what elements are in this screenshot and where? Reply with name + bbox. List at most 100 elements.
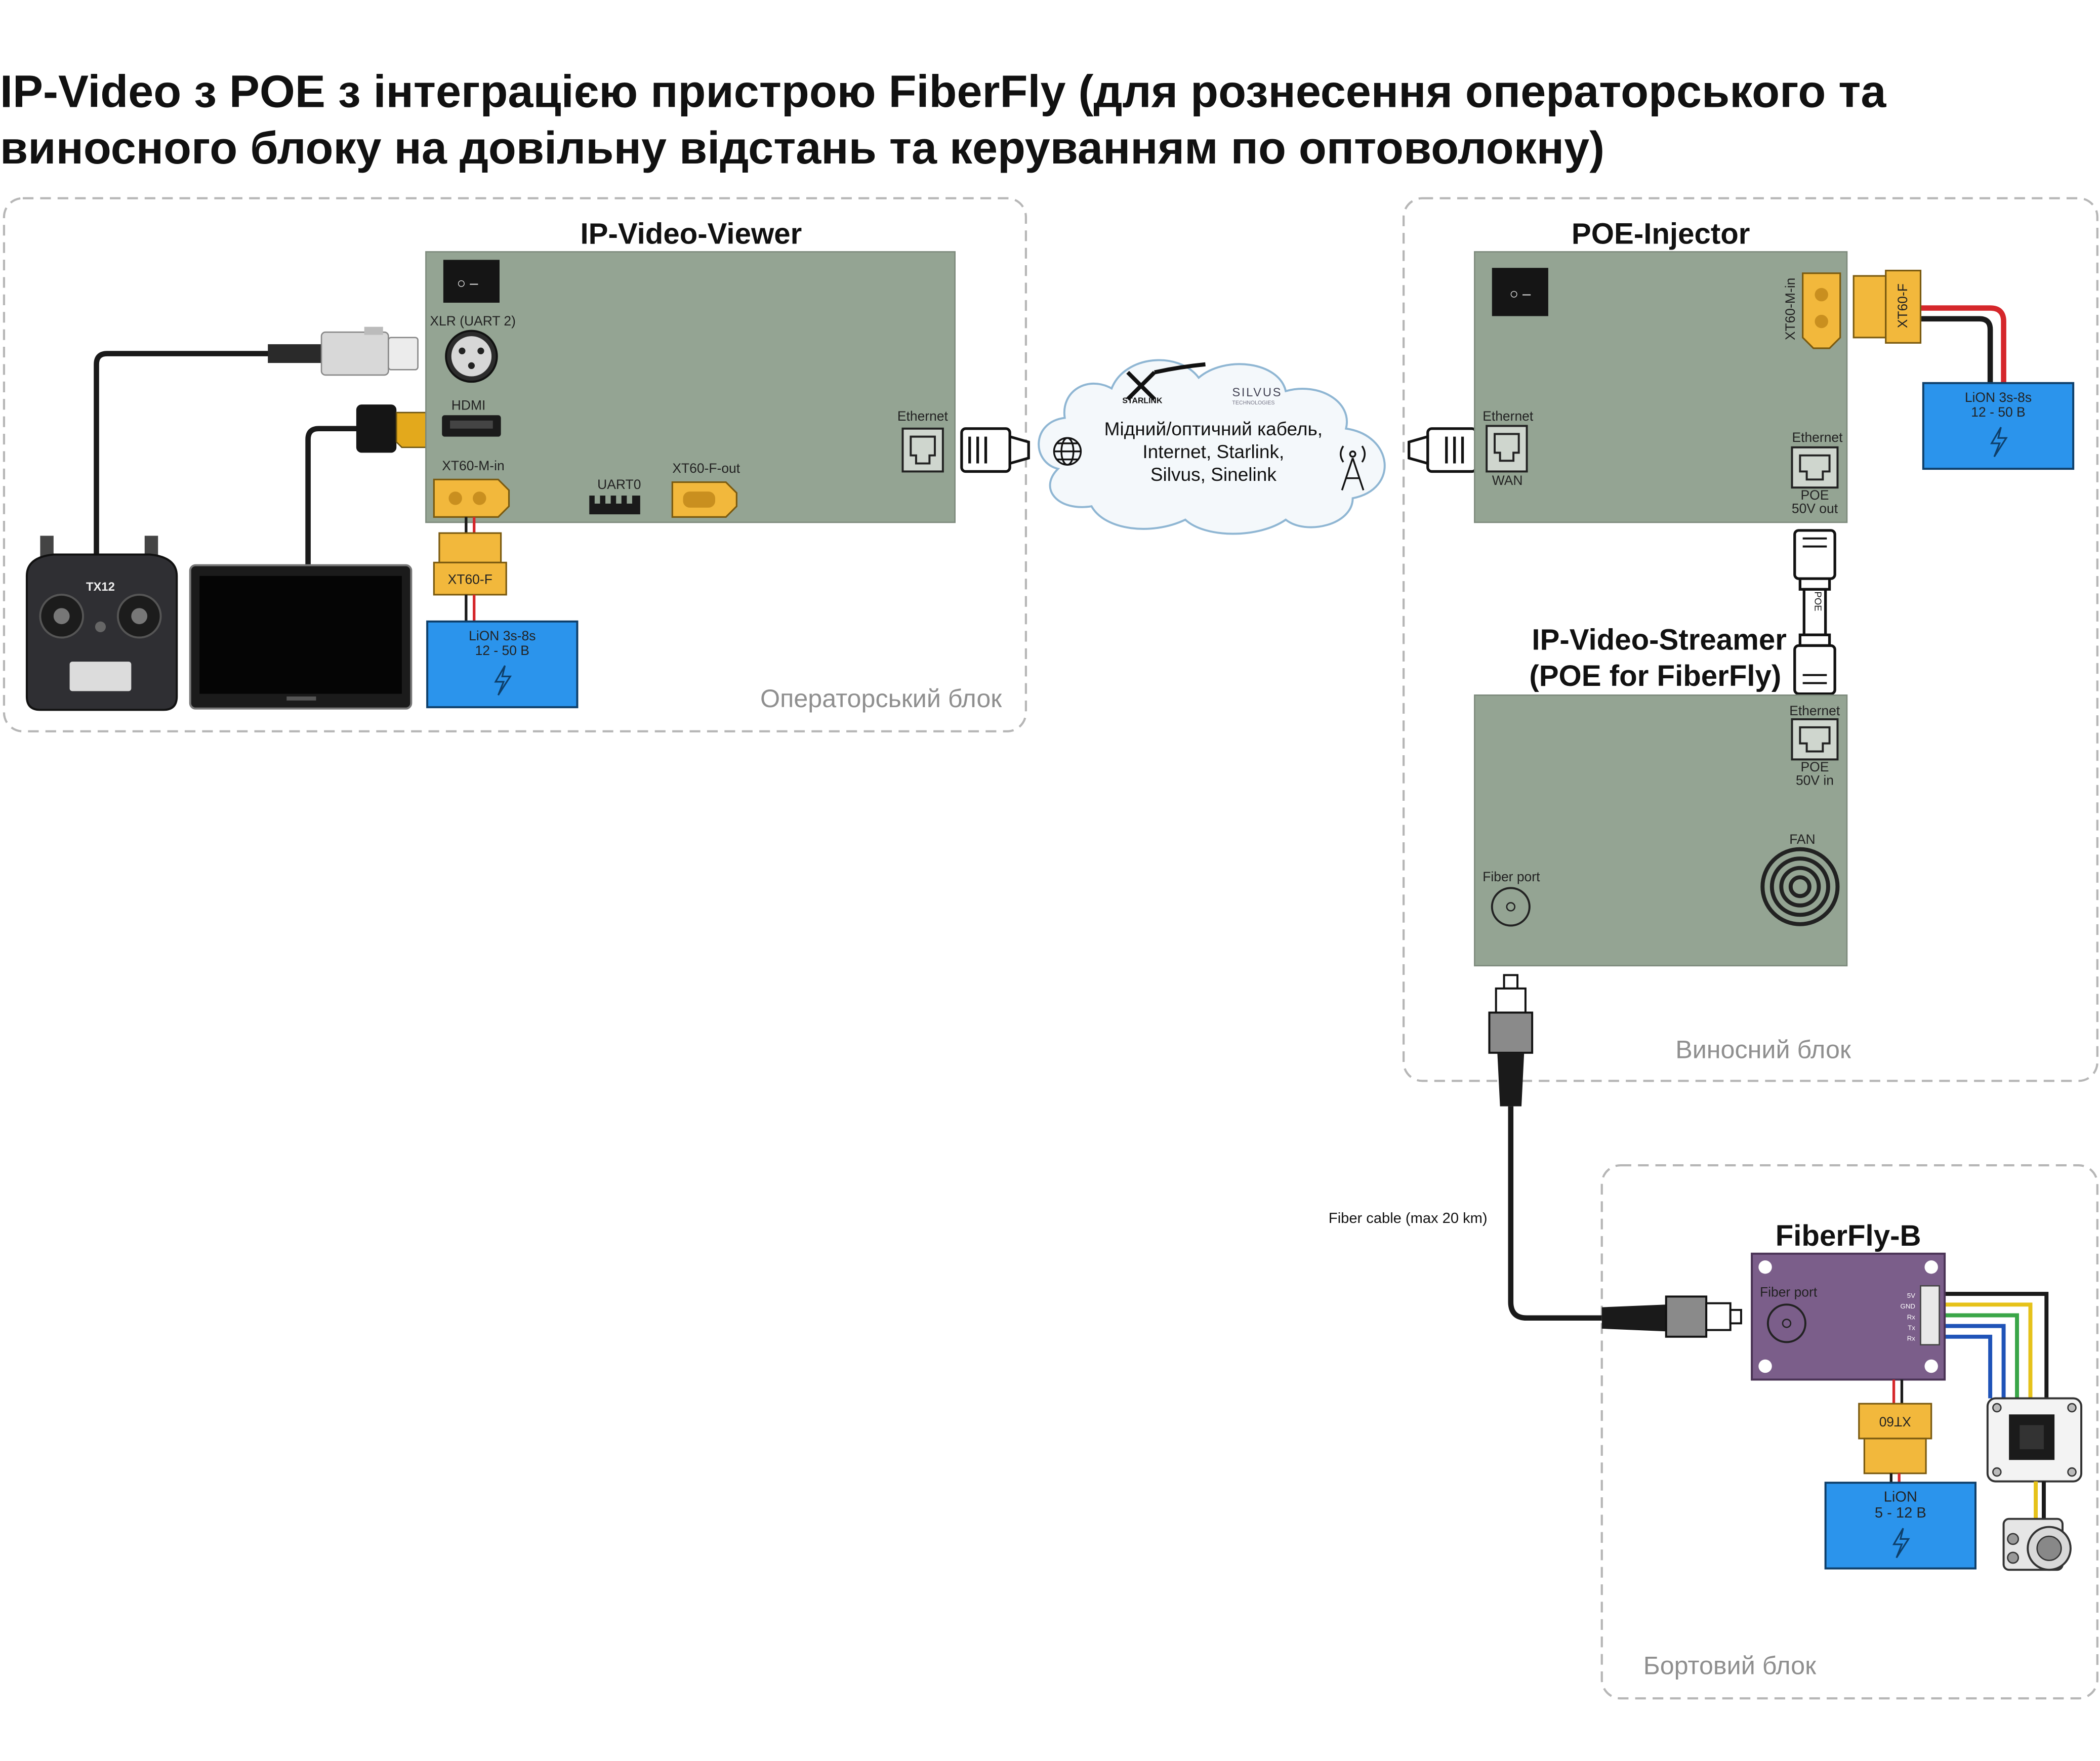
viewer-xlr-label: XLR (UART 2) <box>430 313 516 329</box>
injector-battery-line2: 12 - 50 B <box>1971 404 2025 420</box>
injector-battery: LiON 3s-8s 12 - 50 B <box>1922 382 2075 470</box>
viewer-power-switch[interactable]: ○ ‒ <box>443 260 500 303</box>
viewer-xt60-f-label: XT60-F <box>448 572 492 587</box>
injector-poe-volt-label: 50V out <box>1792 501 1838 516</box>
viewer-hdmi-port[interactable] <box>442 415 501 437</box>
fiber-plug-top <box>1488 974 1534 1107</box>
hdmi-plug <box>356 404 427 453</box>
rj45-plug-right <box>1408 427 1477 473</box>
fiberfly-uart-header[interactable]: 5V GND Rx Tx Rx <box>1901 1285 1940 1346</box>
streamer-poe-label: POE <box>1801 759 1829 774</box>
viewer-panel <box>425 251 956 523</box>
xlr-cable <box>94 351 322 563</box>
streamer-fiber-port[interactable] <box>1491 887 1531 927</box>
silvus-logo-text: SILVUS <box>1232 386 1282 399</box>
streamer-poe-port[interactable] <box>1791 718 1839 761</box>
viewer-xt60-out-label: XT60-F-out <box>672 461 740 476</box>
injector-wan-port[interactable] <box>1486 425 1528 473</box>
fiberfly-battery: LiON 5 - 12 B <box>1824 1482 1977 1570</box>
fiber-cable <box>1508 1106 1602 1321</box>
viewer-xt60-out-port[interactable] <box>671 481 737 518</box>
injector-battery-line1: LiON 3s-8s <box>1965 390 2032 405</box>
onboard-zone-frame <box>1600 1164 2098 1700</box>
operator-zone-frame <box>3 197 1027 732</box>
remote-zone-label: Виносний блок <box>1675 1035 1851 1063</box>
injector-xt60-in-port[interactable] <box>1802 272 1841 349</box>
fiber-plug-bottom <box>1601 1295 1742 1338</box>
flight-controller <box>1986 1397 2083 1483</box>
injector-title: POE-Injector <box>1572 218 1750 251</box>
title-line-1: IP-Video з POE з інтеграцією пристрою Fi… <box>0 67 1886 117</box>
injector-wan-ethernet-label: Ethernet <box>1483 408 1534 424</box>
injector-poe-label: POE <box>1801 487 1829 503</box>
fiberfly-battery-line1: LiON <box>1884 1489 1917 1505</box>
injector-wan-label: WAN <box>1492 473 1523 488</box>
network-cloud <box>1038 359 1386 535</box>
viewer-xt60-in-label: XT60-M-in <box>442 458 504 473</box>
pin-label: Tx <box>1908 1324 1915 1332</box>
svg-text:○ ‒: ○ ‒ <box>1509 286 1531 302</box>
injector-power-switch[interactable]: ○ ‒ <box>1492 268 1548 316</box>
streamer-ethernet-label: Ethernet <box>1789 703 1840 718</box>
viewer-ethernet-label: Ethernet <box>897 408 949 424</box>
cloud-line-2: Internet, Starlink, <box>1142 441 1284 462</box>
lightning-icon <box>1990 427 2008 458</box>
viewer-uart0-label: UART0 <box>597 477 641 492</box>
radio-transmitter: TX12 <box>25 536 178 711</box>
remote-zone-frame <box>1402 197 2098 1082</box>
injector-poe-port[interactable] <box>1791 446 1839 489</box>
viewer-ethernet-port[interactable] <box>901 427 944 473</box>
rj45-plug-left <box>960 427 1030 473</box>
xlr-plug <box>268 326 419 376</box>
fiberfly-xt60-connector: XT60 <box>1858 1403 1932 1475</box>
fiber-cable-label: Fiber cable (max 20 km) <box>1329 1210 1488 1226</box>
fiberfly-title: FiberFly-B <box>1776 1219 1921 1252</box>
cloud-line-3: Silvus, Sinelink <box>1150 464 1277 485</box>
lightning-icon <box>494 665 512 696</box>
viewer-battery: LiON 3s-8s 12 - 50 B <box>426 620 579 709</box>
viewer-battery-line1: LiON 3s-8s <box>469 628 536 643</box>
fan-icon <box>1760 847 1840 926</box>
fiberfly-fiber-port-label: Fiber port <box>1760 1284 1818 1299</box>
fpv-camera <box>2002 1518 2072 1571</box>
injector-xt60-f-connector: XT60-F <box>1852 269 1922 344</box>
streamer-title-line-1: IP-Video-Streamer <box>1532 623 1787 656</box>
streamer-fan-label: FAN <box>1789 832 1815 847</box>
fiberfly-battery-line2: 5 - 12 B <box>1875 1505 1926 1521</box>
silvus-logo-sub: TECHNOLOGIES <box>1232 400 1274 406</box>
poe-cable-label: POE <box>1813 592 1823 611</box>
streamer-fiber-port-label: Fiber port <box>1483 869 1540 884</box>
video-monitor <box>189 564 413 710</box>
injector-poe-ethernet-label: Ethernet <box>1792 430 1843 445</box>
cloud-line-1: Мідний/оптичний кабель, <box>1104 418 1323 439</box>
streamer-title-line-2: (POE for FiberFly) <box>1529 660 1781 692</box>
viewer-xt60-f-connector: XT60-F <box>433 532 507 596</box>
fiberfly-fiber-port[interactable] <box>1766 1303 1806 1343</box>
poe-patch-cable: POE <box>1793 529 1836 695</box>
fiberfly-xt60-label: XT60 <box>1879 1414 1911 1429</box>
svg-text:○ ‒: ○ ‒ <box>457 275 479 292</box>
radio-tower-icon <box>1340 445 1366 491</box>
operator-zone-label: Операторський блок <box>760 684 1002 713</box>
transmitter-model: TX12 <box>86 580 115 594</box>
streamer-poe-volt-label: 50V in <box>1796 773 1834 788</box>
hdmi-cable <box>305 426 359 576</box>
pin-label: Rx <box>1907 1313 1916 1321</box>
viewer-battery-line2: 12 - 50 B <box>475 643 529 658</box>
viewer-uart0-port[interactable] <box>589 496 640 515</box>
title-line-2: виносного блоку на довільну відстань та … <box>0 123 1604 174</box>
pin-label: GND <box>1901 1302 1915 1310</box>
pin-label: 5V <box>1907 1292 1915 1299</box>
viewer-title: IP-Video-Viewer <box>580 218 802 251</box>
onboard-zone-label: Бортовий блок <box>1643 1651 1817 1680</box>
pin-label: Rx <box>1907 1335 1916 1342</box>
viewer-xt60-in-port[interactable] <box>433 478 510 518</box>
starlink-logo-icon <box>1126 362 1206 401</box>
globe-icon <box>1053 437 1082 466</box>
viewer-xlr-port[interactable] <box>445 330 498 383</box>
injector-xt60-in-label: XT60-M-in <box>1783 278 1798 340</box>
injector-xt60-f-label: XT60-F <box>1895 283 1910 328</box>
viewer-hdmi-label: HDMI <box>451 398 486 413</box>
